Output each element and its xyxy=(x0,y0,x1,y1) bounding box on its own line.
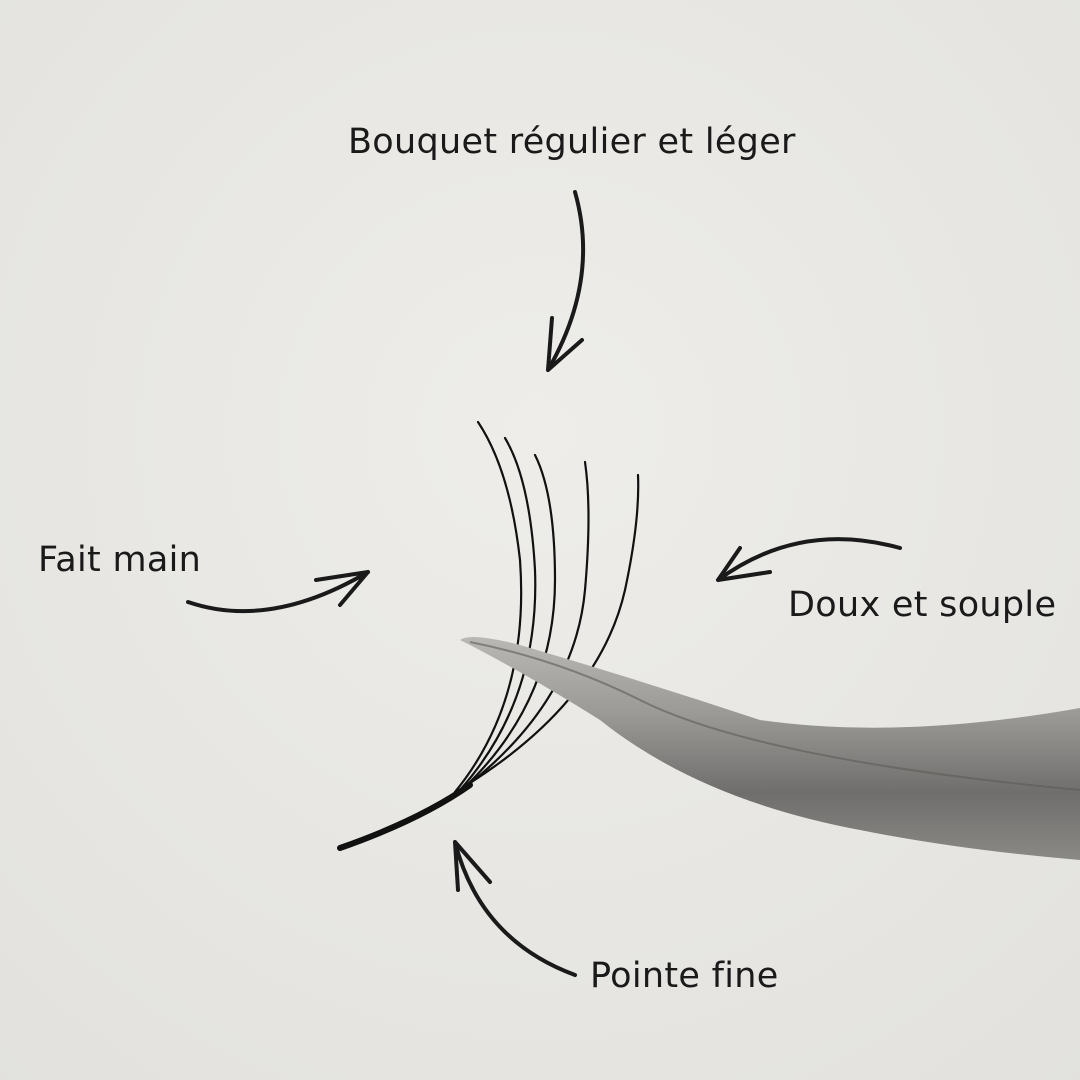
lash-bouquet xyxy=(337,420,640,851)
arrows xyxy=(186,190,902,977)
tweezers xyxy=(460,636,1080,860)
annotation-left: Fait main xyxy=(38,540,202,580)
annotation-bottom: Pointe fine xyxy=(590,956,779,996)
arrow-right-icon xyxy=(716,537,902,582)
arrow-top-icon xyxy=(546,190,586,372)
arrow-left-icon xyxy=(186,570,370,614)
annotation-right: Doux et souple xyxy=(788,585,1057,625)
annotation-top: Bouquet régulier et léger xyxy=(348,122,796,162)
arrow-bottom-icon xyxy=(453,840,577,977)
